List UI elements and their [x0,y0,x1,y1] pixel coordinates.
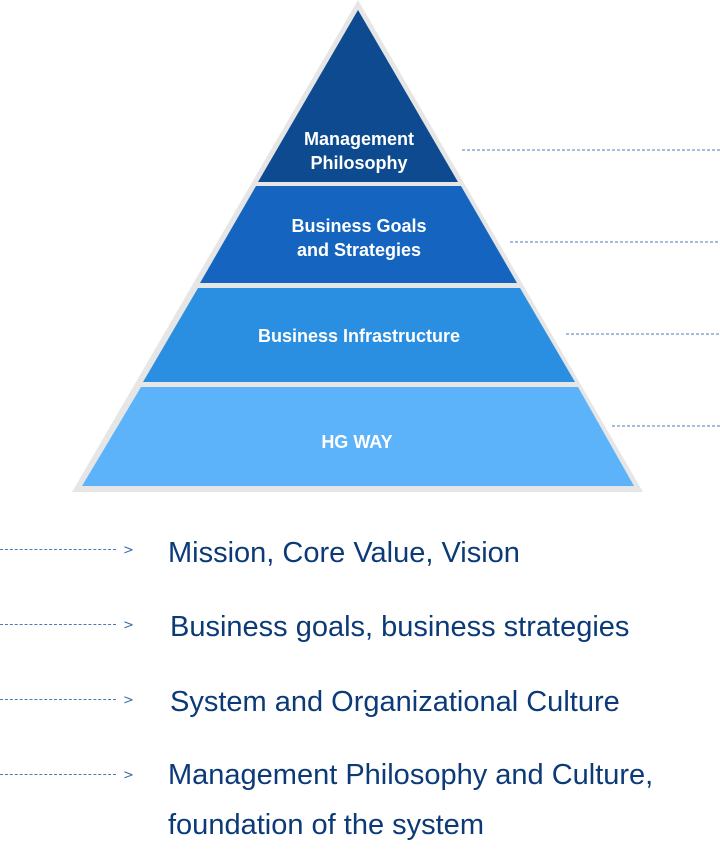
arrow-right-icon: > [123,768,134,783]
tier-label-hg-way: HG WAY [321,432,392,452]
description-dashed-line [0,699,116,700]
description-dashed-line [0,624,116,625]
tier-label-business-goals: Business Goals [291,216,426,236]
description-dashed-line [0,774,116,775]
tier-hg-way [82,387,634,486]
arrow-right-icon: > [123,618,134,633]
description-text: Mission, Core Value, Vision [168,537,520,569]
tier-management-philosophy [258,10,458,182]
description-text: Business goals, business strategies [170,611,630,643]
arrow-right-icon: > [123,543,134,558]
pyramid-diagram: Management Philosophy Business Goals and… [72,0,720,492]
tier-business-infrastructure [143,288,575,382]
arrow-right-icon: > [123,693,134,708]
tier-business-goals [200,186,517,283]
tier-label-philosophy: Philosophy [310,153,407,173]
description-text: System and Organizational Culture [170,686,620,718]
tier-label-management: Management [304,129,414,149]
tier-label-and-strategies: and Strategies [297,240,421,260]
tier-label-business-infrastructure: Business Infrastructure [258,326,460,346]
description-dashed-line [0,549,116,550]
description-text: Management Philosophy and Culture, found… [168,759,654,841]
